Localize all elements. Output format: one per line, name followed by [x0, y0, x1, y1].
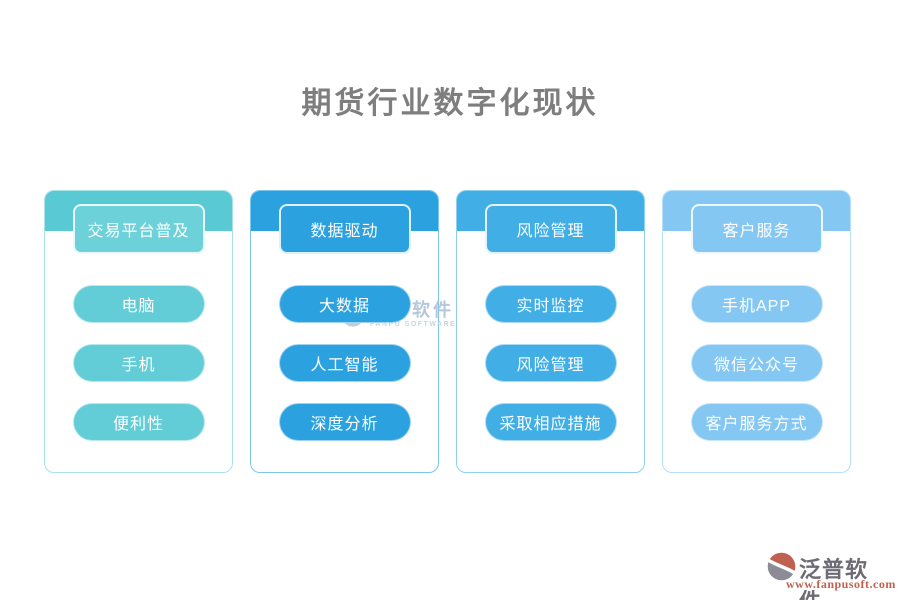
- cards-row: 交易平台普及 电脑 手机 便利性 数据驱动 大数据 人工智能 深度分析 风险管理…: [44, 190, 851, 473]
- pill-item: 实时监控: [484, 285, 617, 323]
- pill-list: 大数据 人工智能 深度分析: [251, 285, 438, 441]
- pill-list: 电脑 手机 便利性: [45, 285, 232, 441]
- page-title: 期货行业数字化现状: [301, 87, 599, 120]
- card-title-badge: 交易平台普及: [72, 204, 205, 254]
- pill-item: 人工智能: [278, 344, 411, 382]
- pill-item: 采取相应措施: [484, 403, 617, 441]
- pill-item: 大数据: [278, 285, 411, 323]
- watermark-subtext: FANPU SOFTWARE: [370, 321, 457, 328]
- card-title-badge: 数据驱动: [278, 204, 411, 254]
- pill-item: 深度分析: [278, 403, 411, 441]
- category-card-data-driven: 数据驱动 大数据 人工智能 深度分析: [250, 190, 439, 473]
- category-card-risk-management: 风险管理 实时监控 风险管理 采取相应措施: [456, 190, 645, 473]
- pill-item: 便利性: [72, 403, 205, 441]
- pill-item: 微信公众号: [690, 344, 823, 382]
- pill-list: 实时监控 风险管理 采取相应措施: [457, 285, 644, 441]
- category-card-trading-platform: 交易平台普及 电脑 手机 便利性: [44, 190, 233, 473]
- pill-item: 风险管理: [484, 344, 617, 382]
- logo-name: 泛普软件: [799, 557, 869, 600]
- pill-item: 手机APP: [690, 285, 823, 323]
- category-card-customer-service: 客户服务 手机APP 微信公众号 客户服务方式: [662, 190, 851, 473]
- fanpu-logo: 泛普软件 www.fanpusoft.com: [766, 549, 896, 600]
- pill-item: 电脑: [72, 285, 205, 323]
- fanpu-logo-icon: [767, 552, 796, 581]
- pill-list: 手机APP 微信公众号 客户服务方式: [663, 285, 850, 441]
- card-title-badge: 风险管理: [484, 204, 617, 254]
- card-title-badge: 客户服务: [690, 204, 823, 254]
- pill-item: 手机: [72, 344, 205, 382]
- pill-item: 客户服务方式: [690, 403, 823, 441]
- logo-url: www.fanpusoft.com: [786, 577, 896, 591]
